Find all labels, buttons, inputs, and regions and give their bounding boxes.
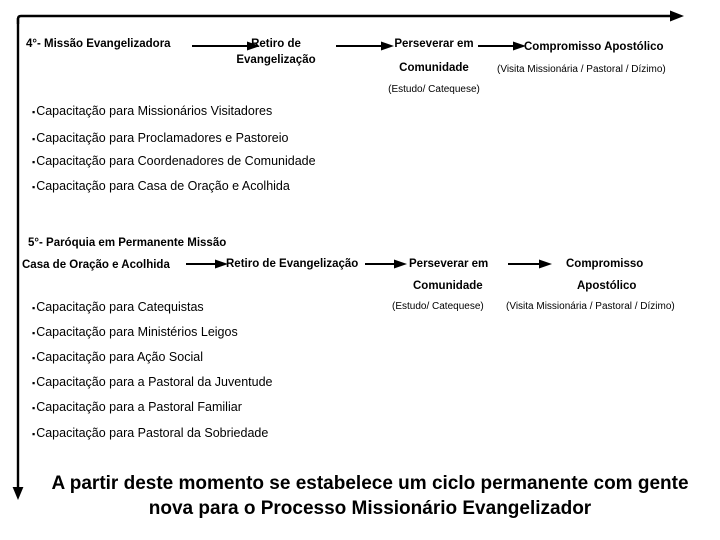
stage5-bullet-label-4: Capacitação para a Pastoral Familiar xyxy=(36,400,242,414)
stage5-bullet-label-5: Capacitação para Pastoral da Sobriedade xyxy=(36,426,269,440)
bullet-icon: ▪ xyxy=(32,133,36,144)
stage4-bullet-label-0: Capacitação para Missionários Visitadore… xyxy=(36,104,273,118)
stage4-step3-label: Compromisso Apostólico xyxy=(524,41,664,53)
stage4-arrow-3 xyxy=(478,41,526,51)
bullet-icon: ▪ xyxy=(32,156,36,167)
stage5-step2-note: (Estudo/ Catequese) xyxy=(392,301,484,312)
conclusion-line-2: nova para o Processo Missionário Evangel… xyxy=(148,498,592,519)
stage4-bullet-label-2: Capacitação para Coordenadores de Comuni… xyxy=(36,154,316,168)
stage5-bullet-4: ▪Capacitação para a Pastoral Familiar xyxy=(32,400,242,414)
stage5-bullet-2: ▪Capacitação para Ação Social xyxy=(32,350,203,364)
stage4-step3-note: (Visita Missionária / Pastoral / Dízimo) xyxy=(497,64,666,75)
stage4-bullet-3: ▪Capacitação para Casa de Oração e Acolh… xyxy=(32,179,290,193)
bullet-icon: ▪ xyxy=(32,327,36,338)
stage4-arrow-2 xyxy=(336,41,394,51)
stage5-arrow-3 xyxy=(508,259,552,269)
stage5-step3-note: (Visita Missionária / Pastoral / Dízimo) xyxy=(506,301,675,312)
stage4-step2-label: Perseverar em xyxy=(394,38,474,50)
bullet-icon: ▪ xyxy=(32,352,36,363)
stage5-bullet-label-2: Capacitação para Ação Social xyxy=(36,350,203,364)
stage5-step3-label2: Apostólico xyxy=(577,280,637,292)
stage4-step2-note: (Estudo/ Catequese) xyxy=(388,84,480,95)
stage5-bullet-label-0: Capacitação para Catequistas xyxy=(36,300,204,314)
bullet-icon: ▪ xyxy=(32,106,36,117)
stage4-arrow-1 xyxy=(192,41,260,51)
stage4-bullet-0: ▪Capacitação para Missionários Visitador… xyxy=(32,104,272,118)
stage5-step2-label: Perseverar em xyxy=(409,258,489,270)
stage5-arrow-2 xyxy=(365,259,407,269)
bullet-icon: ▪ xyxy=(32,302,36,313)
stage5-bullet-1: ▪Capacitação para Ministérios Leigos xyxy=(32,325,238,339)
bullet-icon: ▪ xyxy=(32,428,36,439)
stage5-step1-label: Retiro de Evangelização xyxy=(226,258,359,270)
stage4-step2-label2: Comunidade xyxy=(399,62,469,74)
stage5-start-label: Casa de Oração e Acolhida xyxy=(22,259,170,271)
stage4-title: 4°- Missão Evangelizadora xyxy=(26,38,171,50)
stage5-step2-label2: Comunidade xyxy=(413,280,483,292)
conclusion-line-1: A partir deste momento se estabelece um … xyxy=(51,473,689,494)
stage5-arrow-1 xyxy=(186,259,228,269)
stage5-bullet-label-3: Capacitação para a Pastoral da Juventude xyxy=(36,375,273,389)
stage5-bullet-0: ▪Capacitação para Catequistas xyxy=(32,300,204,314)
stage5-bullet-label-1: Capacitação para Ministérios Leigos xyxy=(36,325,238,339)
bullet-icon: ▪ xyxy=(32,377,36,388)
stage4-bullet-label-1: Capacitação para Proclamadores e Pastore… xyxy=(36,131,289,145)
stage5-bullet-3: ▪Capacitação para a Pastoral da Juventud… xyxy=(32,375,272,389)
stage4-step1-label2: Evangelização xyxy=(236,54,316,66)
stage4-step1-label: Retiro de xyxy=(251,38,301,50)
stage4-bullet-label-3: Capacitação para Casa de Oração e Acolhi… xyxy=(36,179,290,193)
stage5-step3-label: Compromisso xyxy=(566,258,644,270)
bullet-icon: ▪ xyxy=(32,402,36,413)
bullet-icon: ▪ xyxy=(32,181,36,192)
stage4-bullet-2: ▪Capacitação para Coordenadores de Comun… xyxy=(32,154,316,168)
stage4-bullet-1: ▪Capacitação para Proclamadores e Pastor… xyxy=(32,131,288,145)
stage5-title: 5°- Paróquia em Permanente Missão xyxy=(28,237,227,249)
stage5-bullet-5: ▪Capacitação para Pastoral da Sobriedade xyxy=(32,426,268,440)
